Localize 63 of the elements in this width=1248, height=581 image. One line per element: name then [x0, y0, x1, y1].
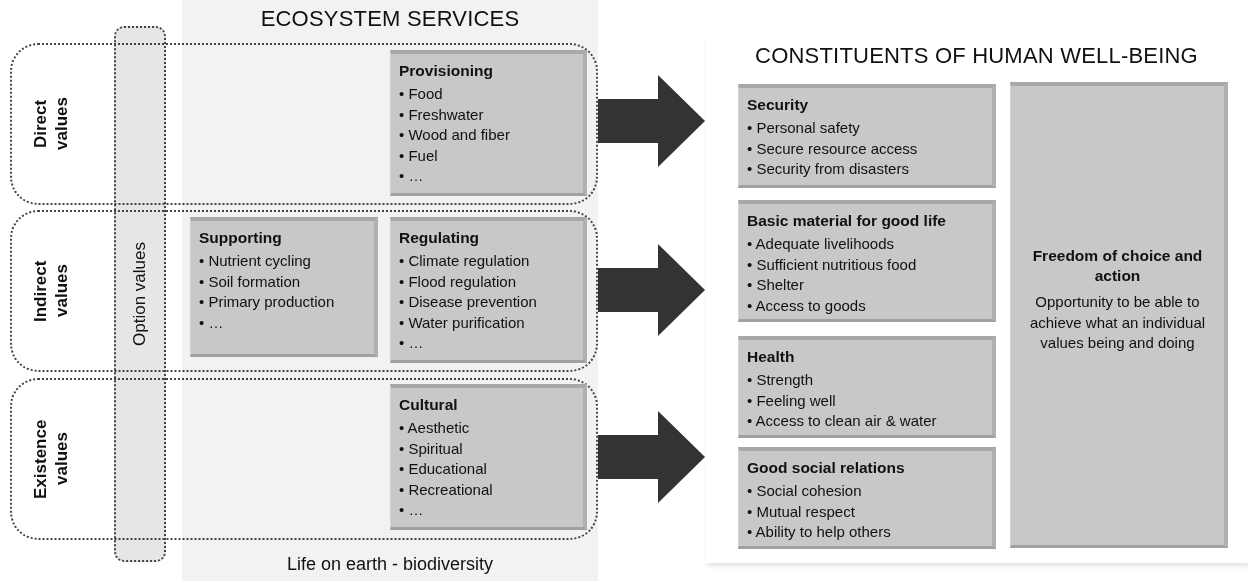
box-heading: Regulating — [399, 228, 481, 248]
band-label: Existence values — [30, 418, 73, 501]
panel-footer-text: Life on earth - biodiversity — [286, 554, 494, 575]
bullet-item: • Flood regulation — [399, 271, 517, 292]
bullet-item: • Mutual respect — [747, 501, 856, 522]
bullet-item: • Freshwater — [399, 104, 485, 125]
description-text: Opportunity to be able to achieve what an individual values being and doing — [1028, 292, 1207, 353]
bullet-item: • Climate regulation — [399, 251, 531, 272]
bullet-item: • Access to goods — [747, 295, 867, 316]
bullet-item: • Adequate livelihoods — [747, 234, 896, 255]
bullet-item: • Fuel — [399, 145, 439, 166]
bullet-item: • Ability to help others — [747, 522, 892, 543]
bullet-item: • Strength — [747, 370, 815, 391]
bullet-item: • Secure resource access — [747, 138, 919, 159]
bullet-item: • Soil formation — [199, 271, 302, 292]
band-label: Direct values — [30, 96, 73, 153]
category-box — [738, 447, 996, 549]
bullet-item: • … — [399, 500, 425, 521]
bullet-item: • Aesthetic — [399, 418, 471, 439]
bullet-item: • Water purification — [399, 312, 526, 333]
bullet-item: • Spiritual — [399, 438, 464, 459]
category-box — [1010, 82, 1228, 548]
bullet-item: • Sufficient nutritious food — [747, 254, 918, 275]
box-heading: Cultural — [399, 395, 459, 415]
block-arrow — [598, 411, 705, 503]
bullet-item: • Security from disasters — [747, 159, 910, 180]
bullet-item: • Personal safety — [747, 118, 861, 139]
block-arrow — [598, 244, 705, 336]
category-box — [738, 200, 996, 322]
bullet-item: • Disease prevention — [399, 292, 538, 313]
bullet-item: • Shelter — [747, 275, 805, 296]
category-box — [390, 50, 587, 196]
box-heading: Security — [747, 95, 810, 115]
box-heading: Freedom of choice and action — [1031, 246, 1204, 287]
category-box — [738, 84, 996, 188]
box-heading: Health — [747, 347, 796, 367]
bullet-item: • Recreational — [399, 479, 494, 500]
category-box — [390, 384, 587, 530]
bullet-item: • Primary production — [199, 292, 336, 313]
bullet-item: • Food — [399, 84, 444, 105]
bullet-item: • Educational — [399, 459, 488, 480]
band-label: Option values — [130, 242, 150, 346]
block-arrow — [598, 75, 705, 167]
bullet-item: • … — [399, 166, 425, 187]
category-box — [738, 336, 996, 438]
box-heading: Supporting — [199, 228, 283, 248]
bullet-item: • … — [199, 312, 225, 333]
panel-background — [705, 33, 1248, 563]
bullet-item: • … — [399, 333, 425, 354]
bullet-item: • Social cohesion — [747, 481, 863, 502]
panel-title: ECOSYSTEM SERVICES — [260, 6, 520, 32]
bullet-item: • Access to clean air & water — [747, 411, 938, 432]
box-heading: Basic material for good life — [747, 211, 947, 231]
bullet-item: • Wood and fiber — [399, 125, 511, 146]
band-label: Indirect values — [30, 259, 73, 324]
option-band — [114, 26, 166, 562]
box-heading: Provisioning — [399, 61, 494, 81]
panel-title: CONSTITUENTS OF HUMAN WELL-BEING — [755, 43, 1198, 69]
box-heading: Good social relations — [747, 458, 906, 478]
category-box — [390, 217, 587, 363]
bullet-item: • Nutrient cycling — [199, 251, 312, 272]
bullet-item: • Feeling well — [747, 390, 837, 411]
category-box — [190, 217, 378, 357]
